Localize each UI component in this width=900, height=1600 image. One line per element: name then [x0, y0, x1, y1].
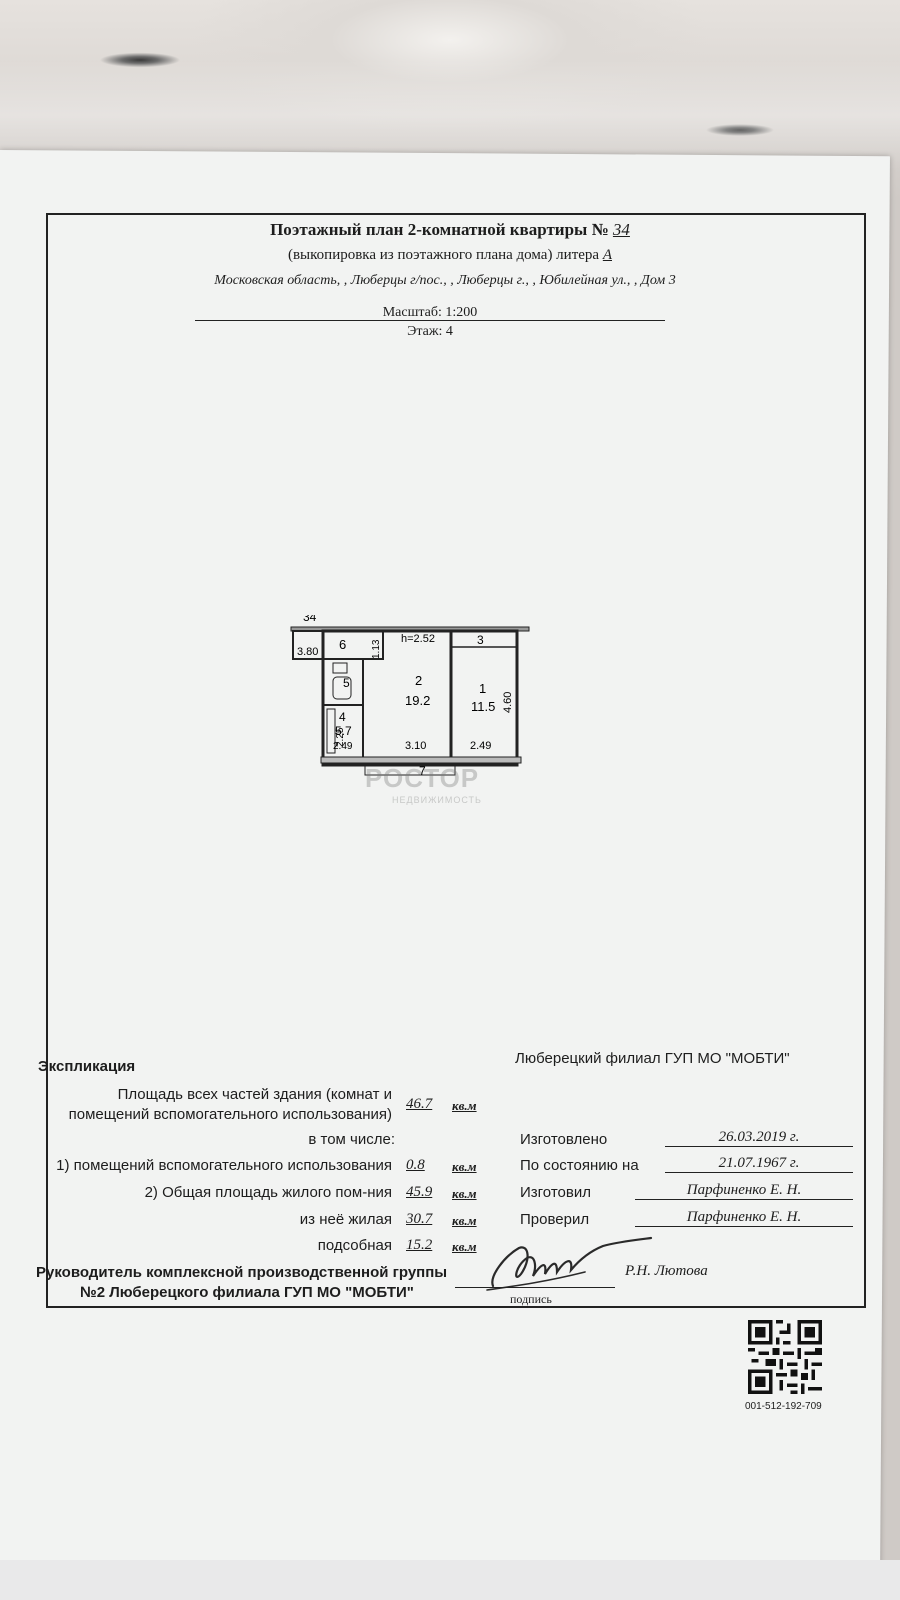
room-5-number: 5	[343, 676, 350, 690]
living-area-label: из неё жилая	[299, 1211, 392, 1228]
watermark-sub: НЕДВИЖИМОСТЬ	[392, 795, 482, 805]
floor: Этаж: 4	[407, 324, 453, 339]
aux-area-unit: кв.м	[452, 1159, 477, 1174]
checker-label: Проверил	[520, 1211, 590, 1228]
dim-6-width: 3.80	[297, 646, 318, 658]
checker-value: Парфиненко Е. Н.	[635, 1209, 853, 1227]
room-4-number: 4	[339, 710, 346, 724]
dim-1-depth: 4.60	[502, 692, 514, 713]
dim-4-depth: 2.25	[335, 727, 346, 747]
room-1-area: 11.5	[471, 699, 495, 714]
state-label: По состоянию на	[520, 1157, 639, 1174]
signature-line	[455, 1287, 615, 1288]
utility-area-unit: кв.м	[452, 1239, 477, 1254]
total-living-label: 2) Общая площадь жилого пом-ния	[144, 1184, 392, 1201]
bottom-paper-strip	[0, 1560, 900, 1600]
room-2-number: 2	[415, 673, 422, 688]
qr-code-number: 001-512-192-709	[745, 1401, 822, 1412]
head-title-line-1: Руководитель комплексной производственно…	[36, 1264, 448, 1281]
document-subtitle: (выкопировка из поэтажного плана дома) л…	[0, 247, 900, 264]
total-living-unit: кв.м	[452, 1186, 477, 1201]
made-label: Изготовлено	[520, 1131, 608, 1148]
living-area-value: 30.7	[406, 1211, 433, 1227]
subtitle-text: (выкопировка из поэтажного плана дома) л…	[287, 247, 600, 263]
aux-area-label: 1) помещений вспомогательного использова…	[56, 1157, 392, 1174]
total-area-label-1: Площадь всех частей здания (комнат и	[117, 1086, 392, 1103]
room-3-number: 3	[477, 633, 484, 647]
utility-area-label: подсобная	[317, 1237, 392, 1254]
made-value: 26.03.2019 г.	[665, 1129, 853, 1147]
document-frame	[46, 213, 866, 1308]
signature-caption: подпись	[510, 1292, 552, 1306]
signer-name: Р.Н. Лютова	[625, 1263, 708, 1279]
aux-area-value: 0.8	[406, 1157, 425, 1173]
litera-value: А	[602, 247, 612, 263]
apartment-number: 34	[612, 220, 630, 239]
document-title: Поэтажный план 2-комнатной квартиры № 34	[0, 220, 900, 240]
room-6-number: 6	[339, 637, 346, 652]
room-7-number: 7	[419, 764, 426, 778]
dim-2-width: 3.10	[405, 740, 426, 752]
dim-6-depth: 1.13	[371, 639, 382, 659]
head-title-line-2: №2 Люберецкого филиала ГУП МО "МОБТИ"	[80, 1284, 414, 1301]
ceiling-height: h=2.52	[401, 633, 435, 645]
dim-4-width: 2.49	[333, 741, 353, 752]
maker-label: Изготовил	[520, 1184, 591, 1201]
scale: Масштаб: 1:200	[382, 305, 478, 320]
total-area-label-2: помещений вспомогательного использования…	[68, 1106, 392, 1123]
plan-apartment-label: 34	[303, 615, 317, 624]
total-area-unit: кв.м	[452, 1098, 477, 1113]
qr-code-icon	[748, 1320, 822, 1394]
dim-1-width: 2.49	[470, 740, 491, 752]
total-area-value: 46.7	[406, 1096, 433, 1112]
state-value: 21.07.1967 г.	[665, 1155, 853, 1173]
watermark-brand: РОСТОР	[365, 763, 480, 793]
title-text: Поэтажный план 2-комнатной квартиры №	[270, 220, 609, 239]
explication-heading: Экспликация	[38, 1058, 136, 1075]
living-area-unit: кв.м	[452, 1213, 477, 1228]
total-living-value: 45.9	[406, 1184, 433, 1200]
room-4-area: 5.7	[335, 724, 352, 738]
room-1-number: 1	[479, 681, 486, 696]
maker-value: Парфиненко Е. Н.	[635, 1182, 853, 1200]
branch-name: Люберецкий филиал ГУП МО "МОБТИ"	[515, 1050, 790, 1067]
handwritten-signature	[486, 1236, 653, 1291]
utility-area-value: 15.2	[406, 1237, 433, 1253]
room-2-area: 19.2	[405, 693, 430, 708]
header-rule	[195, 320, 665, 321]
floor-plan: 34 3.80 6 1.13 h=2.52 3 5 2 19.2 1 11.5 …	[290, 615, 530, 778]
address: Московская область, , Люберцы г/пос., , …	[214, 273, 676, 288]
including-label: в том числе:	[308, 1131, 395, 1148]
